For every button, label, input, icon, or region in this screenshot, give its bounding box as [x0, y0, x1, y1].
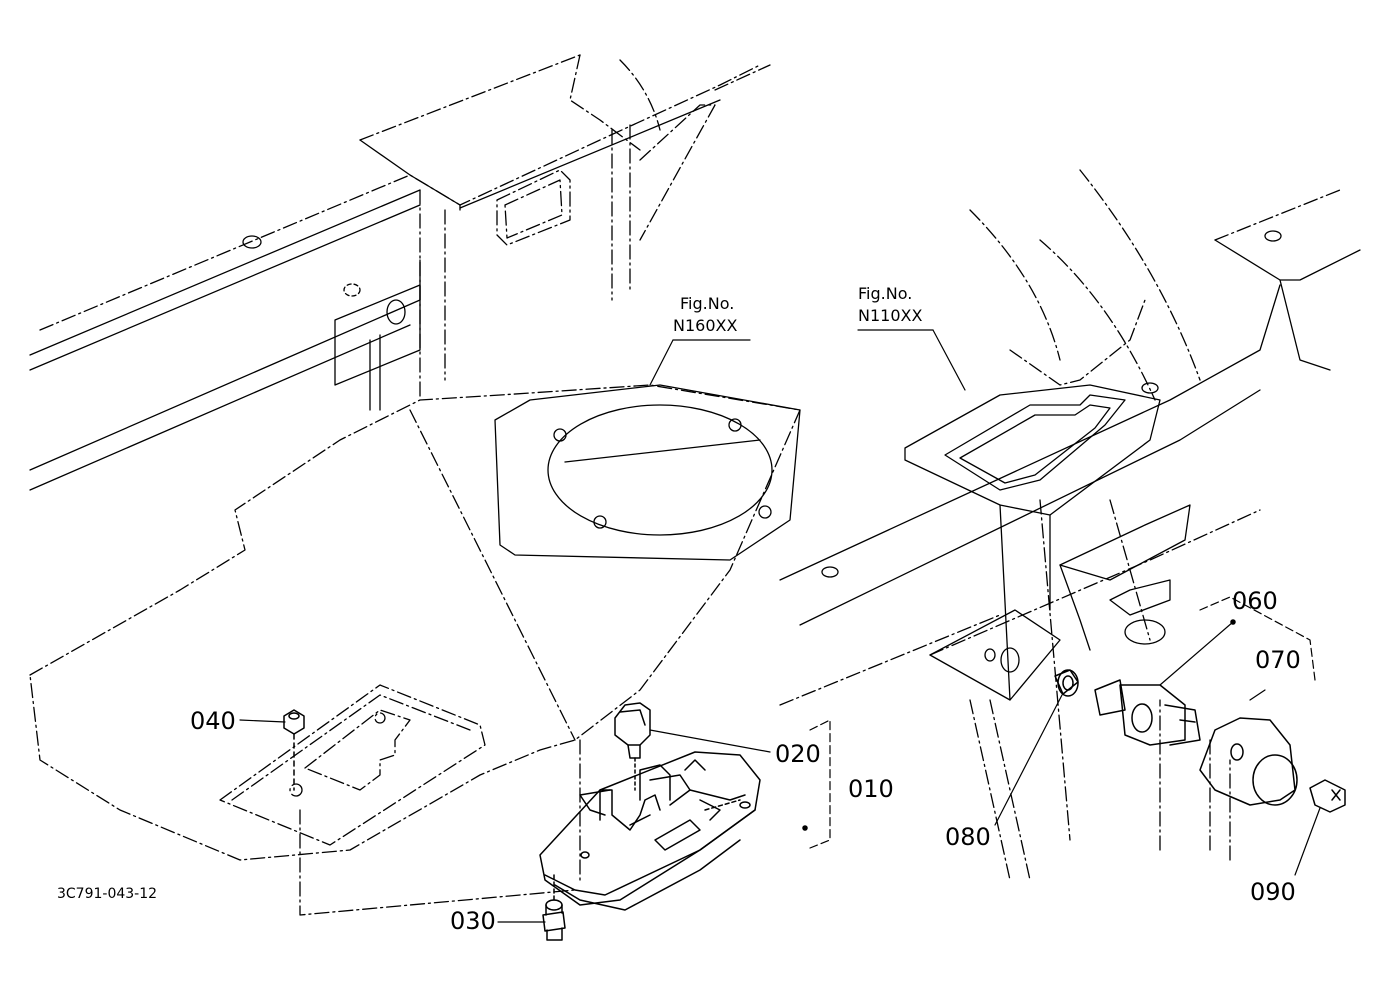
part-label-090: 090: [1250, 878, 1296, 906]
floor-plate: [29, 384, 801, 916]
left-frame-rails: [29, 54, 771, 491]
part-label-080: 080: [945, 823, 991, 851]
drawing-code: 3C791-043-12: [57, 886, 158, 902]
part-label-040: 040: [190, 707, 236, 735]
part-label-020: 020: [775, 740, 821, 768]
screw-030: [542, 874, 566, 941]
knob-070: [1199, 717, 1298, 806]
fig-number-1: N160XX: [673, 316, 738, 335]
seat-mount-plate: [494, 384, 801, 561]
leader-lines: [239, 329, 1321, 923]
fig-label-1: Fig.No.: [680, 294, 735, 313]
part-label-060: 060: [1232, 587, 1278, 615]
nut-040: [283, 709, 305, 791]
bulb: [614, 702, 651, 791]
right-frame: [779, 169, 1361, 881]
screw-090: [1309, 779, 1346, 813]
part-label-030: 030: [450, 907, 496, 935]
floor-bracket: [904, 384, 1161, 701]
fig-label-2: Fig.No.: [858, 284, 913, 303]
fig-number-2: N110XX: [858, 306, 923, 325]
dome-light-housing: [539, 751, 808, 911]
part-label-010: 010: [848, 775, 894, 803]
part-label-070: 070: [1255, 646, 1301, 674]
bushing-080: [1054, 669, 1079, 697]
